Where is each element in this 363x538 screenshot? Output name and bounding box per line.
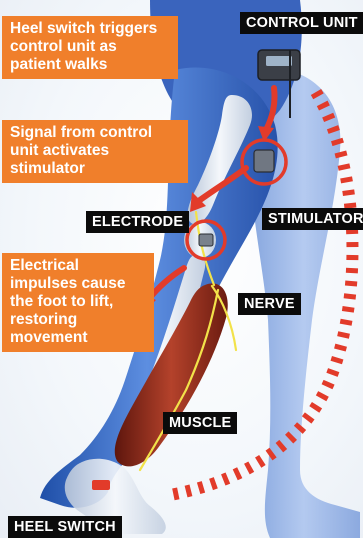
- label-control-unit: CONTROL UNIT: [240, 12, 363, 34]
- caption-line: Signal from control: [10, 124, 182, 142]
- caption-line: Electrical: [10, 257, 148, 275]
- electrode-device: [199, 234, 213, 246]
- label-stimulator: STIMULATOR: [262, 208, 363, 230]
- caption-line: unit activates: [10, 142, 182, 160]
- heel-switch-pad: [92, 480, 110, 490]
- label-heel-switch: HEEL SWITCH: [8, 516, 122, 538]
- caption-line: Heel switch triggers: [10, 20, 172, 38]
- label-electrode: ELECTRODE: [86, 211, 189, 233]
- stimulator-device: [254, 150, 274, 172]
- caption-line: restoring: [10, 311, 148, 329]
- caption-electrical-impulses: Electrical impulses cause the foot to li…: [2, 253, 154, 352]
- caption-signal-from-control: Signal from control unit activates stimu…: [2, 120, 188, 183]
- caption-heel-switch-triggers: Heel switch triggers control unit as pat…: [2, 16, 178, 79]
- caption-line: impulses cause: [10, 275, 148, 293]
- label-nerve: NERVE: [238, 293, 301, 315]
- label-muscle: MUSCLE: [163, 412, 237, 434]
- caption-line: control unit as: [10, 38, 172, 56]
- caption-line: the foot to lift,: [10, 293, 148, 311]
- caption-line: movement: [10, 329, 148, 347]
- caption-line: stimulator: [10, 160, 182, 178]
- caption-line: patient walks: [10, 56, 172, 74]
